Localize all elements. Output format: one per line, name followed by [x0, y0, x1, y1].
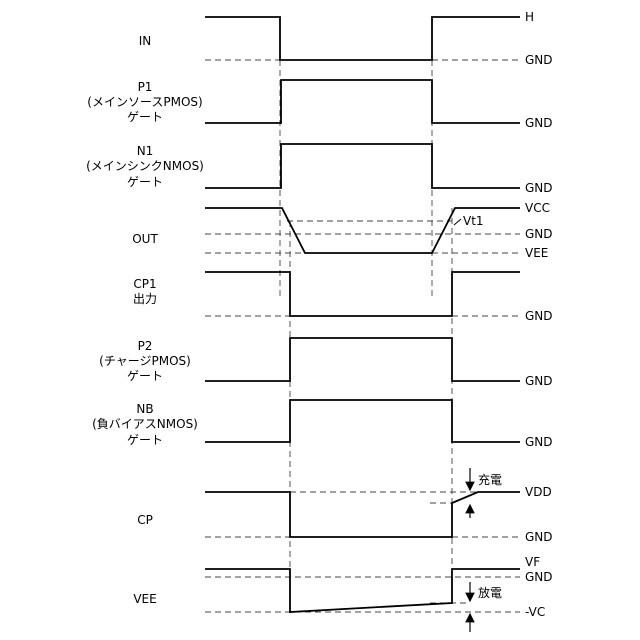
cp-waveform — [205, 492, 520, 537]
level-cp-vdd: VDD — [525, 485, 552, 499]
level-p1-gnd: GND — [525, 116, 553, 130]
annotation-charge: 充電 — [478, 472, 502, 487]
label-n1-gate: ゲート — [127, 175, 163, 189]
vee-waveform — [205, 569, 520, 612]
label-vee: VEE — [133, 592, 156, 606]
level-cp1-gnd: GND — [525, 309, 553, 323]
label-cp1: CP1 — [133, 277, 156, 291]
label-nb-desc: (負バイアスNMOS) — [92, 417, 198, 431]
level-out-vt1: Vt1 — [463, 214, 484, 228]
level-p2-gnd: GND — [525, 374, 553, 388]
level-out-vee: VEE — [525, 246, 548, 260]
level-n1-gnd: GND — [525, 181, 553, 195]
level-out-gnd: GND — [525, 227, 553, 241]
level-in-gnd: GND — [525, 53, 553, 67]
p2-waveform — [205, 338, 520, 381]
label-in: IN — [139, 34, 152, 48]
annotation-discharge: 放電 — [478, 585, 502, 600]
level-vee-gnd: GND — [525, 570, 553, 584]
label-p1: P1 — [138, 80, 153, 94]
label-n1: N1 — [137, 144, 154, 158]
vt1-leader — [454, 219, 461, 225]
label-p1-gate: ゲート — [127, 110, 163, 124]
level-out-vcc: VCC — [525, 201, 550, 215]
level-cp-gnd: GND — [525, 530, 553, 544]
label-out: OUT — [132, 232, 158, 246]
in-waveform — [205, 17, 520, 60]
label-nb-gate: ゲート — [127, 433, 163, 447]
label-cp1-output: 出力 — [133, 292, 157, 306]
p1-waveform — [205, 80, 520, 123]
label-p2: P2 — [138, 339, 153, 353]
label-n1-desc: (メインシンクNMOS) — [86, 159, 204, 173]
level-nb-gnd: GND — [525, 435, 553, 449]
label-nb: NB — [136, 402, 153, 416]
level-vee-vf: VF — [525, 555, 540, 569]
level-in-high: H — [525, 10, 534, 24]
n1-waveform — [205, 144, 520, 188]
label-p2-gate: ゲート — [127, 369, 163, 383]
cp1-waveform — [205, 272, 520, 316]
nb-waveform — [205, 400, 520, 442]
label-cp: CP — [137, 513, 153, 527]
label-p1-desc: (メインソースPMOS) — [87, 95, 202, 109]
level-vee-neg-vc: -VC — [525, 605, 545, 619]
label-p2-desc: (チャージPMOS) — [99, 354, 191, 368]
